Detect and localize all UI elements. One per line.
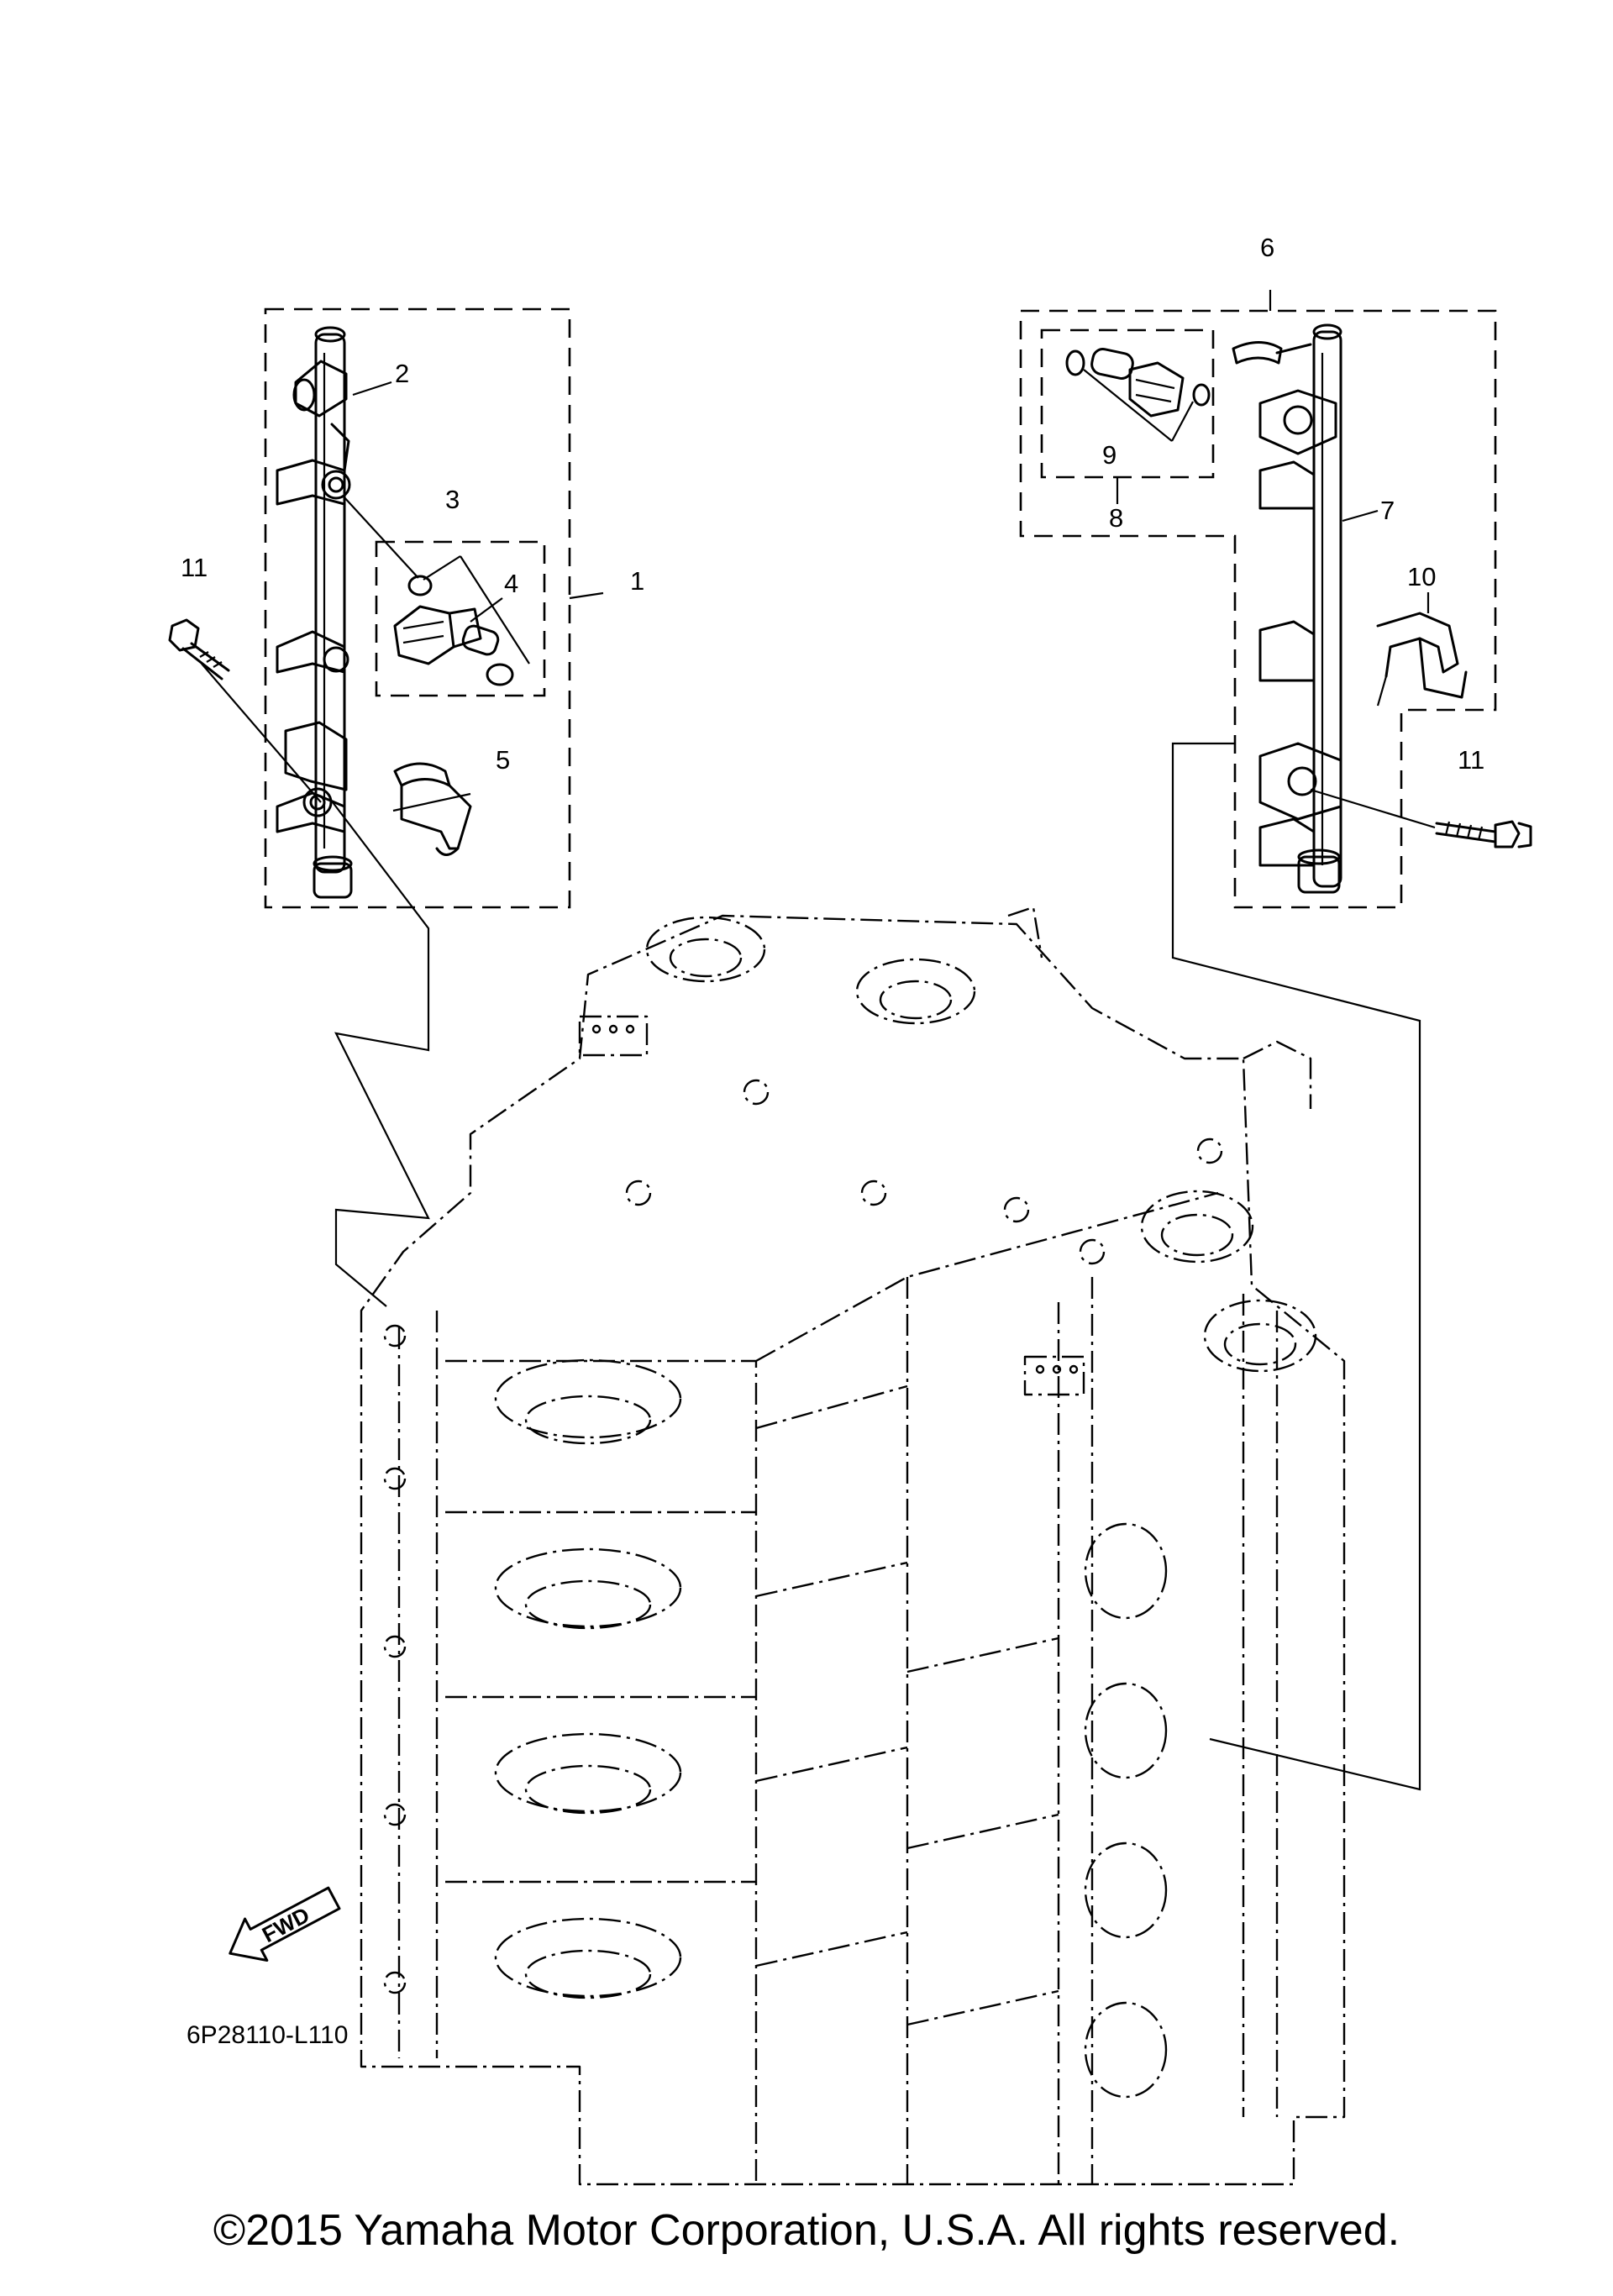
part-1-group-box bbox=[264, 307, 571, 909]
right-fuel-rail-assembly bbox=[1019, 290, 1532, 1791]
callout-labels: 2 3 4 1 5 11 6 9 8 7 10 11 bbox=[181, 233, 1484, 775]
leaders-right bbox=[1083, 290, 1436, 1791]
o-ring-right-left bbox=[1065, 349, 1085, 376]
callout-11-right: 11 bbox=[1458, 745, 1484, 775]
fuel-rail-left bbox=[276, 326, 353, 899]
callout-10: 10 bbox=[1407, 562, 1436, 591]
clip-right bbox=[1376, 612, 1468, 707]
callout-2: 2 bbox=[395, 359, 409, 388]
pressure-sensor-right bbox=[1065, 348, 1211, 418]
o-ring-left-lower bbox=[486, 663, 514, 686]
callout-7: 7 bbox=[1380, 496, 1395, 525]
callout-8: 8 bbox=[1109, 503, 1123, 533]
leaders-left bbox=[201, 381, 604, 1307]
fuel-rail-right bbox=[1232, 323, 1342, 894]
diagram-code: 6P28110-L110 bbox=[187, 2021, 348, 2049]
callout-6: 6 bbox=[1260, 233, 1274, 262]
callout-11-left: 11 bbox=[181, 553, 208, 582]
part-6-group-box bbox=[1019, 309, 1497, 909]
callout-9: 9 bbox=[1102, 440, 1116, 470]
callout-3: 3 bbox=[445, 485, 460, 514]
part-3-group-box bbox=[375, 540, 546, 697]
fwd-label: FWD bbox=[258, 1902, 313, 1947]
callout-4: 4 bbox=[504, 569, 518, 598]
engine-block-ghost bbox=[360, 906, 1346, 2186]
bolt-right bbox=[1435, 820, 1532, 849]
pressure-sensor-left bbox=[393, 575, 514, 686]
o-ring-left-upper bbox=[407, 575, 433, 596]
copyright-notice: ©2015 Yamaha Motor Corporation, U.S.A. A… bbox=[213, 2206, 1400, 2255]
part-8-group-box bbox=[1040, 328, 1215, 479]
clip-left bbox=[393, 762, 472, 856]
fwd-arrow-icon: FWD bbox=[229, 1886, 341, 1962]
callout-1: 1 bbox=[630, 566, 644, 596]
left-fuel-rail-assembly bbox=[168, 307, 604, 1307]
o-ring-right-right bbox=[1192, 383, 1211, 407]
bolt-left bbox=[168, 618, 230, 680]
callout-5: 5 bbox=[496, 745, 510, 775]
